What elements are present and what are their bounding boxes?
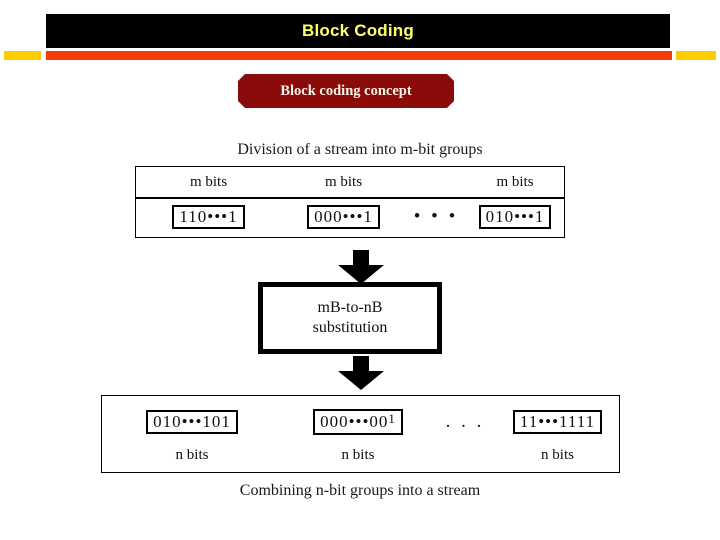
concept-banner-label: Block coding concept [280,82,412,99]
input-bit-group-2: 000•••1 [307,204,380,230]
output-bit-label-2: n bits [341,446,375,463]
stream-box-divider [136,197,564,199]
yellow-rule-left [4,51,41,60]
input-bit-group-1: 110•••1 [172,204,245,230]
down-arrow-icon-output [338,356,384,390]
input-stream-box: m bits m bits m bits 110•••1 000•••1 • •… [135,166,565,238]
output-bit-group-2-text: 000•••00 [320,412,389,432]
substitution-line-1: mB-to-nB [317,299,383,316]
block-coding-diagram: Division of a stream into m-bit groups m… [0,130,720,530]
down-arrow-icon-input [338,250,384,284]
output-bit-groups-row: 010•••101 000•••001 . . . 11•••1111 [102,402,619,442]
input-bit-group-3: 010•••1 [478,204,552,230]
page-title: Block Coding [302,21,414,40]
output-bit-group-2-superscript: 1 [388,411,396,427]
output-stream-box: 010•••101 000•••001 . . . 11•••1111 n bi… [101,395,620,473]
diagram-top-caption: Division of a stream into m-bit groups [237,141,483,158]
input-bit-label-3: m bits [496,173,534,190]
input-bit-label-1: m bits [189,173,228,190]
substitution-line-2: substitution [312,319,388,336]
output-bit-group-3: 11•••1111 [512,409,603,435]
slide-title-bar: Block Coding [46,14,670,48]
input-groups-ellipsis: • • • [413,206,459,227]
output-bit-labels-row: n bits n bits n bits [102,442,619,468]
output-bit-label-1: n bits [175,446,209,463]
diagram-bottom-caption: Combining n-bit groups into a stream [239,482,481,499]
input-bit-labels-row: m bits m bits m bits [136,167,564,197]
yellow-rule-right [676,51,716,60]
input-bit-label-2: m bits [324,173,363,190]
output-groups-ellipsis: . . . [445,411,485,432]
substitution-box: mB-to-nB substitution [258,282,442,354]
concept-banner: Block coding concept [238,74,454,108]
orange-rule [46,51,672,60]
output-bit-group-1: 010•••101 [146,409,238,435]
output-bit-group-2: 000•••001 [313,409,403,435]
output-bit-label-3: n bits [541,446,574,463]
input-bit-groups-row: 110•••1 000•••1 • • • 010•••1 [136,197,564,237]
